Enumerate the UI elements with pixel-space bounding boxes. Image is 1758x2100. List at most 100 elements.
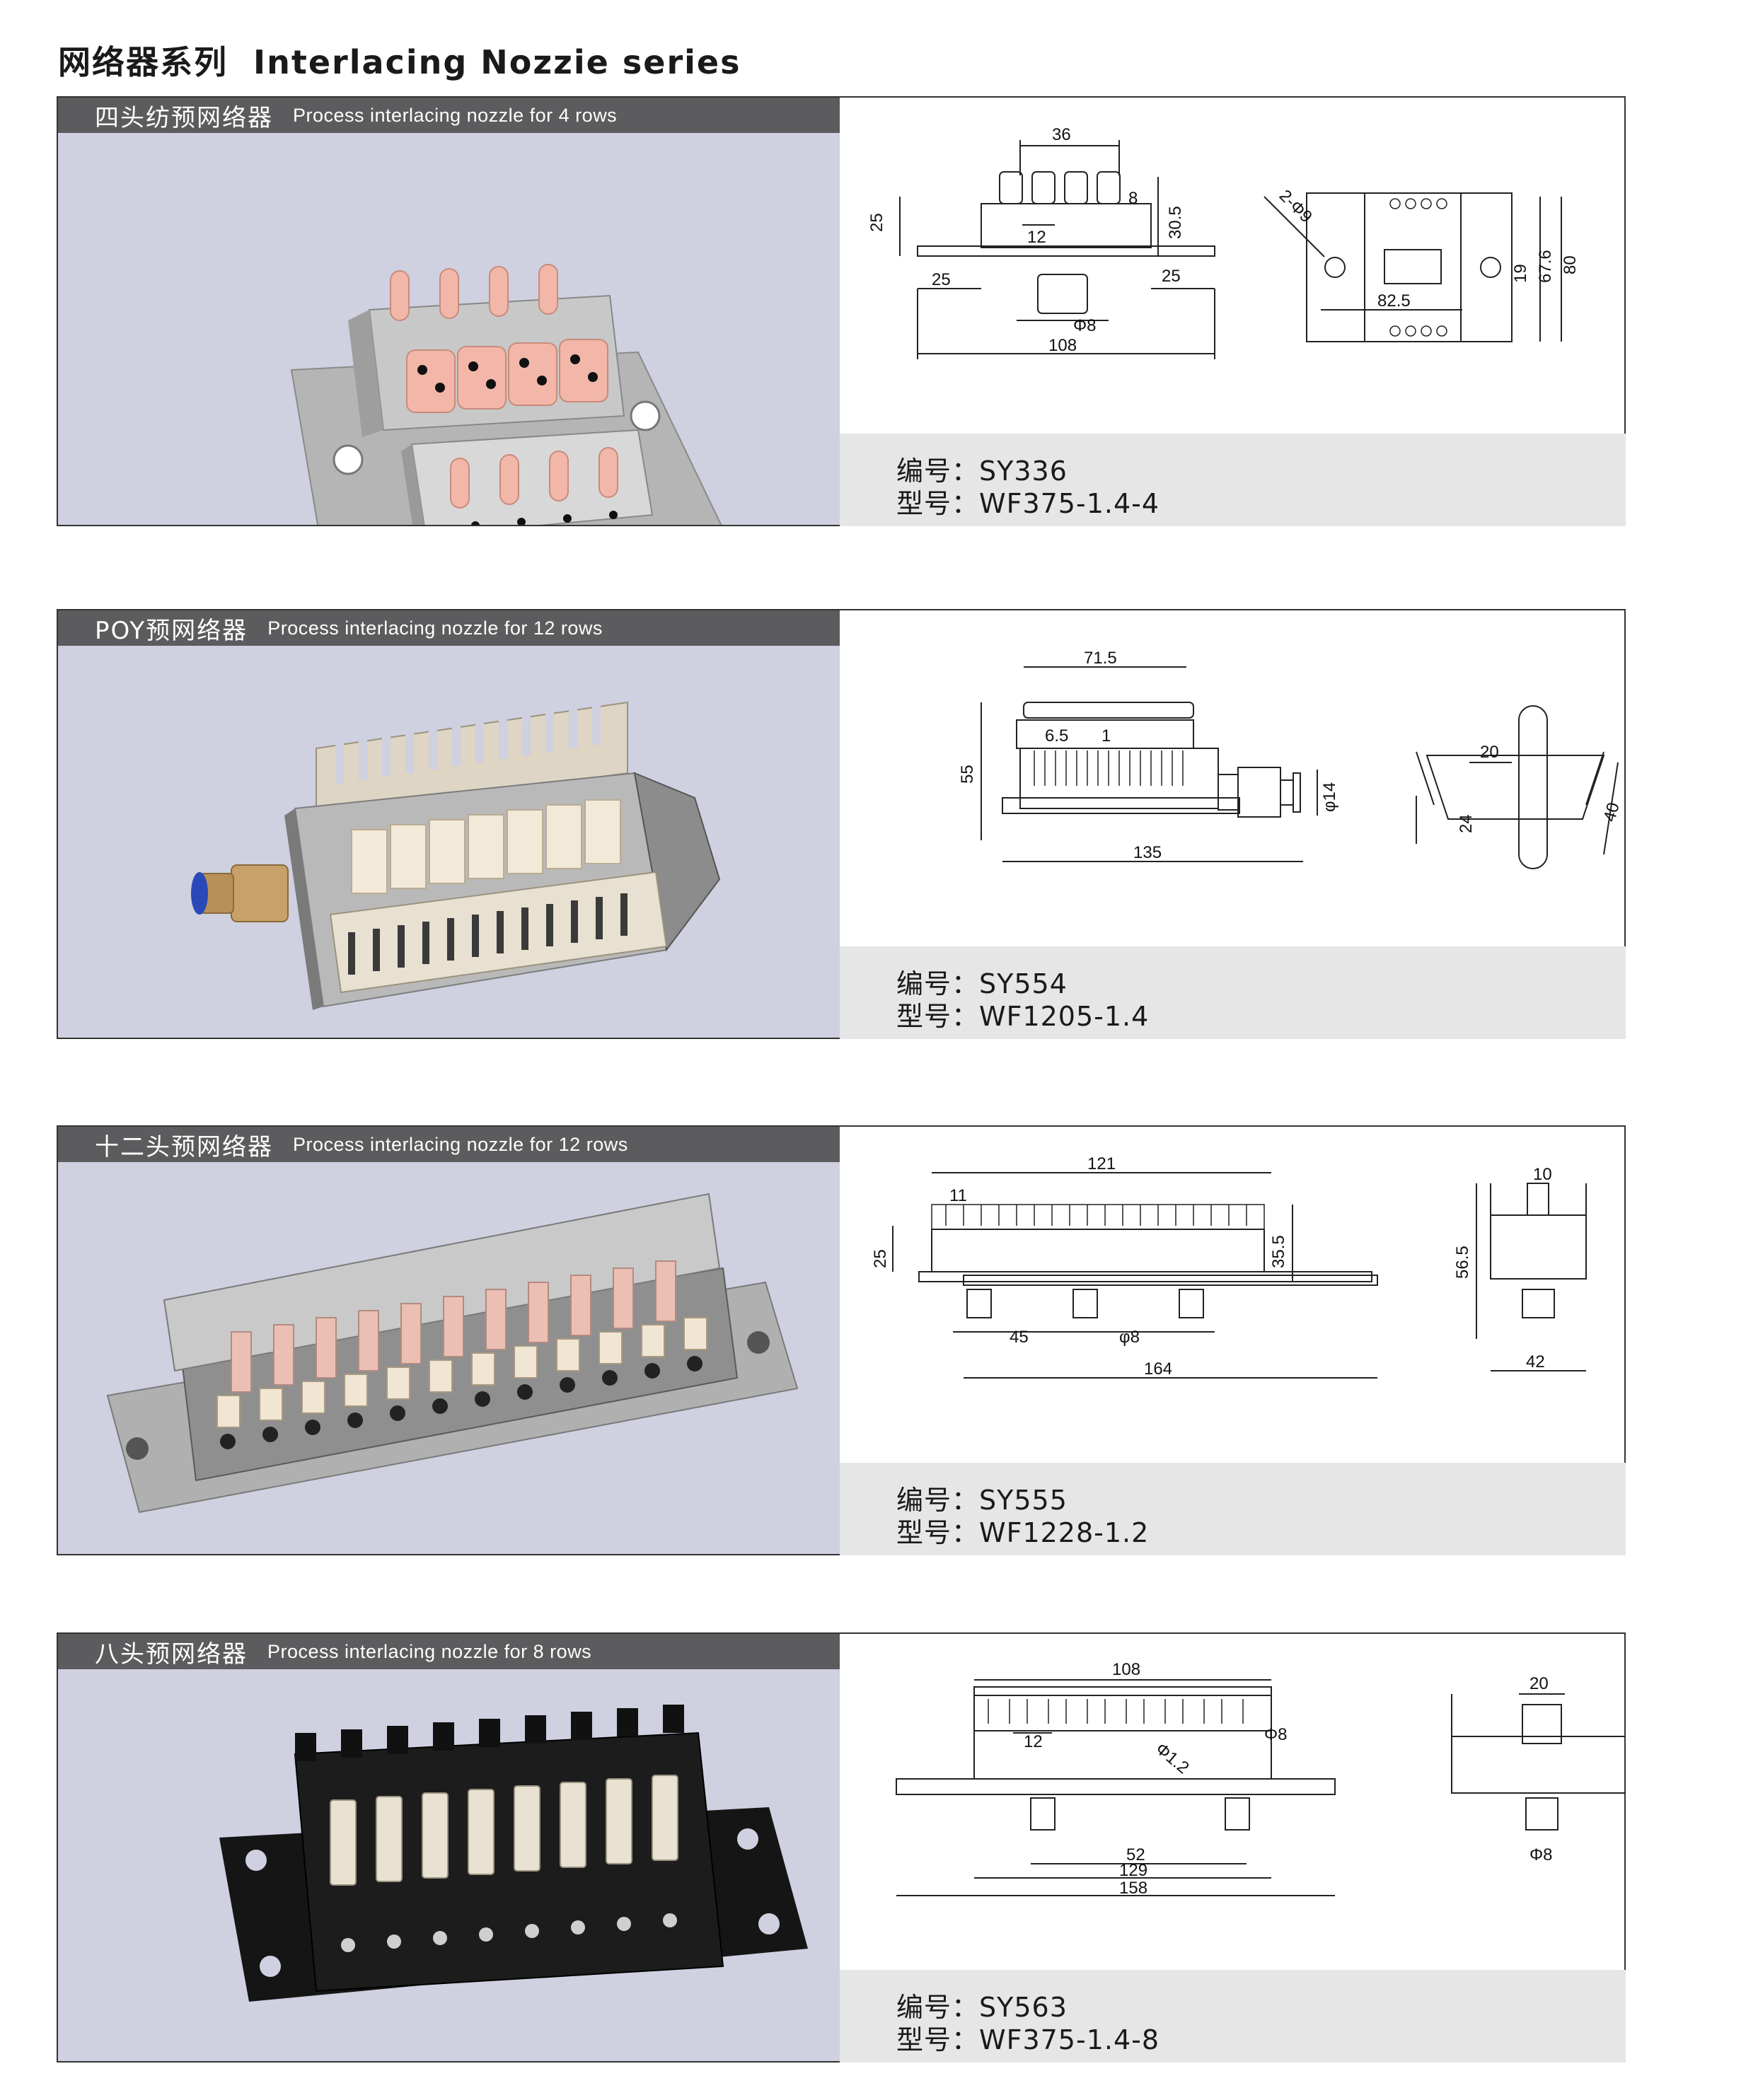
code-value: SY336 [979, 456, 1068, 487]
page-title-en: Interlacing Nozzie series [253, 43, 741, 81]
page-title: 网络器系列 Interlacing Nozzie series [58, 37, 741, 83]
dim-label: 45 [1010, 1328, 1029, 1347]
section-title-en: Process interlacing nozzle for 8 rows [267, 1640, 592, 1662]
product-photo-sy563 [219, 1705, 808, 2002]
dim-label: 80 [1561, 255, 1580, 274]
model-label: 型号： [896, 1517, 980, 1548]
dim-label: 135 [1133, 843, 1162, 862]
dim-label: 71.5 [1084, 649, 1117, 668]
product-photo-panel [58, 98, 840, 525]
dim-label: 42 [1526, 1352, 1545, 1371]
code-value: SY555 [979, 1485, 1068, 1516]
code-label: 编号： [896, 968, 980, 999]
model-value: WF1228-1.2 [979, 1517, 1150, 1548]
dim-label: 1 [1101, 726, 1111, 746]
dim-label: 20 [1480, 743, 1499, 762]
technical-drawing-sy555: 121 11 25 35.5 45 φ8 164 10 56.5 42 [840, 1127, 1626, 1463]
technical-drawing-sy563: 108 12 Φ1.2 Φ8 52 129 158 20 36 Φ8 [840, 1634, 1626, 1970]
code-label: 编号： [896, 1485, 980, 1516]
code-value: SY554 [979, 968, 1068, 999]
dim-label: 40 [1600, 801, 1624, 824]
technical-drawing-sy336: 36 25 12 8 30.5 25 25 Φ8 108 2-Φ9 19 67.… [840, 98, 1626, 434]
code-line: 编号：SY554 [896, 962, 1068, 1001]
code-line: 编号：SY336 [896, 449, 1068, 488]
section-title-zh: 四头纺预网络器 [95, 103, 273, 132]
product-photo-sy554 [191, 688, 721, 1010]
product-card-sy563: 八头预网络器 Process interlacing nozzle for 8 … [57, 1632, 1626, 2063]
dim-label: 56.5 [1453, 1246, 1472, 1279]
dim-label: Φ1.2 [1152, 1739, 1193, 1777]
model-line: 型号：WF375-1.4-4 [896, 482, 1160, 521]
code-label: 编号： [896, 1992, 980, 2023]
spec-panel: 编号：SY336 型号：WF375-1.4-4 [840, 434, 1626, 526]
dim-label: 30.5 [1166, 206, 1185, 239]
model-line: 型号：WF375-1.4-8 [896, 2018, 1160, 2057]
technical-drawing-sy554: 71.5 6.5 1 55 135 φ14 20 24 40 [840, 610, 1626, 946]
product-card-sy555: 十二头预网络器 Process interlacing nozzle for 1… [57, 1125, 1626, 1555]
dim-label: 158 [1119, 1879, 1147, 1898]
section-header: 四头纺预网络器 Process interlacing nozzle for 4… [58, 98, 840, 133]
dim-label: 2-Φ9 [1276, 186, 1316, 226]
section-title-zh: POY预网络器 [95, 616, 248, 645]
product-photo-sy336 [290, 264, 722, 525]
dim-label: φ8 [1119, 1328, 1140, 1347]
dim-label: 25 [1162, 267, 1181, 286]
dim-label: 55 [958, 765, 977, 784]
section-header: 八头预网络器 Process interlacing nozzle for 8 … [58, 1634, 840, 1669]
dim-label: φ14 [1320, 782, 1339, 812]
model-value: WF1205-1.4 [979, 1001, 1150, 1032]
spec-panel: 编号：SY555 型号：WF1228-1.2 [840, 1463, 1626, 1555]
code-value: SY563 [979, 1992, 1068, 2023]
product-photo-panel [58, 1634, 840, 2061]
model-value: WF375-1.4-8 [979, 2024, 1160, 2055]
dim-label: 6.5 [1045, 726, 1068, 746]
dim-label: Φ8 [1264, 1725, 1288, 1744]
code-line: 编号：SY563 [896, 1985, 1068, 2024]
dim-label: 25 [867, 213, 886, 232]
product-card-sy336: 四头纺预网络器 Process interlacing nozzle for 4… [57, 96, 1626, 526]
dim-label: 24 [1457, 814, 1476, 833]
product-photo-panel [58, 610, 840, 1038]
section-title-en: Process interlacing nozzle for 12 rows [293, 1133, 628, 1155]
model-line: 型号：WF1228-1.2 [896, 1511, 1149, 1550]
dim-label: 82.5 [1377, 291, 1411, 311]
model-line: 型号：WF1205-1.4 [896, 994, 1149, 1033]
dim-label: 129 [1119, 1861, 1147, 1880]
code-label: 编号： [896, 456, 980, 487]
dim-label: 108 [1112, 1660, 1140, 1679]
dim-label: Φ8 [1529, 1845, 1553, 1864]
dim-label: 8 [1128, 189, 1138, 208]
dim-label: 19 [1511, 264, 1530, 283]
model-label: 型号： [896, 2024, 980, 2055]
dim-label: 35.5 [1269, 1235, 1288, 1268]
section-title-en: Process interlacing nozzle for 4 rows [293, 104, 618, 126]
code-line: 编号：SY555 [896, 1478, 1068, 1517]
dim-label: 12 [1024, 1732, 1043, 1751]
model-value: WF375-1.4-4 [979, 488, 1160, 519]
dim-label: 25 [932, 270, 951, 289]
model-label: 型号： [896, 1001, 980, 1032]
dim-label: 10 [1533, 1165, 1552, 1184]
model-label: 型号： [896, 488, 980, 519]
spec-panel: 编号：SY554 型号：WF1205-1.4 [840, 946, 1626, 1039]
section-title-en: Process interlacing nozzle for 12 rows [267, 617, 603, 639]
dim-label: Φ8 [1073, 316, 1097, 335]
section-title-zh: 八头预网络器 [95, 1640, 248, 1669]
dim-label: 121 [1087, 1154, 1116, 1173]
section-header: POY预网络器 Process interlacing nozzle for 1… [58, 610, 840, 646]
section-header: 十二头预网络器 Process interlacing nozzle for 1… [58, 1127, 840, 1162]
section-title-zh: 十二头预网络器 [95, 1132, 273, 1161]
spec-panel: 编号：SY563 型号：WF375-1.4-8 [840, 1970, 1626, 2063]
dim-label: 164 [1144, 1359, 1172, 1379]
dim-label: 25 [871, 1249, 890, 1268]
dim-label: 36 [1052, 125, 1071, 144]
dim-label: 20 [1529, 1674, 1549, 1693]
dim-label: 52 [1126, 1845, 1145, 1864]
page-title-zh: 网络器系列 [58, 43, 228, 81]
product-photo-sy555 [106, 1193, 799, 1514]
dim-label: 12 [1027, 228, 1046, 247]
product-photo-panel [58, 1127, 840, 1554]
dim-label: 108 [1048, 336, 1077, 355]
product-card-sy554: POY预网络器 Process interlacing nozzle for 1… [57, 609, 1626, 1039]
dim-label: 67.6 [1536, 250, 1555, 283]
